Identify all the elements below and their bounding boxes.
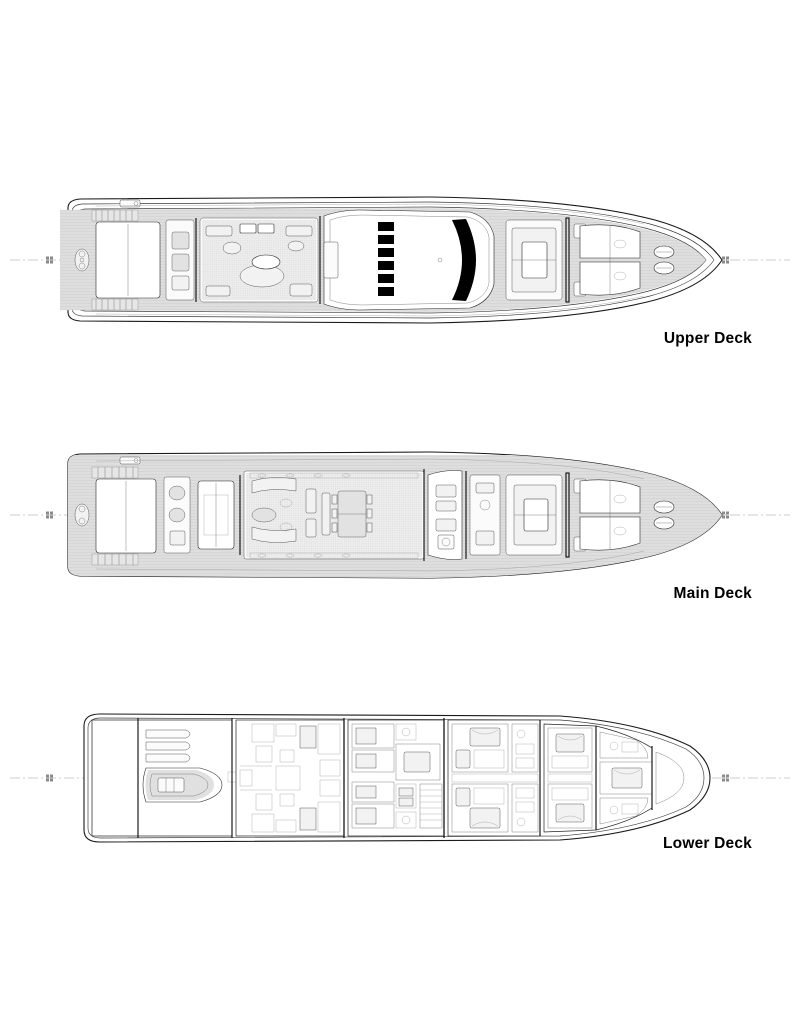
forward-ensuite-port [599,731,649,759]
axis-marker-left [46,511,53,519]
chain-locker [655,751,685,805]
galley-counter [435,484,457,498]
guest-cabin-twin-port [451,723,509,773]
aft-stairs-stbd [91,553,139,566]
guest-cabins-aft [447,719,541,837]
crew-mess [395,743,441,781]
tender-garage [91,718,301,838]
deck-label-main: Main Deck [673,585,752,602]
crew-cabin-1 [351,723,395,749]
galley-lobby-area [427,470,501,560]
guest-cabin-double-stbd [451,783,509,833]
bed [469,727,501,747]
windshield-band [452,219,476,301]
upper-deck-drawing [10,196,790,324]
bed [555,803,585,823]
coffee-table [251,254,281,270]
master-foredeck-area [505,472,675,558]
crew-cabin-4 [351,781,395,803]
bow-sunpads [579,479,641,551]
axis-marker-right [722,774,729,782]
aft-stairs-port [91,466,139,479]
crew-cabin-2 [351,749,395,773]
aft-stairs [91,209,139,311]
jet-skis [145,729,191,763]
bed [555,733,585,753]
guest-cabin-vip-port [547,727,593,773]
guest-cabins-forward [543,723,685,833]
ensuite-port [511,723,539,773]
watertight-bulkheads [343,718,445,838]
anchor-windlass [653,500,675,530]
main-deck-drawing [10,451,790,579]
salon-coffee-table [251,507,277,523]
engine-port [299,725,317,749]
bed [611,767,643,789]
aft-deck-area [74,199,161,311]
railing-detail [95,203,645,317]
deck-plan-upper: Upper Deck [0,180,800,365]
axis-marker-right [722,511,729,519]
spa-seat-2 [171,253,190,272]
aft-deck-dining [163,475,241,555]
transom-detail [74,503,90,527]
bridge-house [323,209,495,311]
ensuite-stbd [511,783,539,833]
deck-plan-main: Main Deck [0,435,800,620]
transom-detail [74,248,90,272]
companionway-stairs [419,783,443,829]
axis-marker-right [722,256,729,264]
deck-label-upper: Upper Deck [663,330,752,347]
deck-plan-lower: Lower Deck [0,690,800,885]
deck-label-lower: Lower Deck [662,835,752,852]
foredeck-area [505,217,675,303]
axis-marker-left [46,774,53,782]
crew-area [347,718,445,838]
bow-sunpads [579,224,641,296]
tender [142,767,223,803]
guest-cabin-vip-stbd [547,783,593,829]
spa-seat-1 [171,231,190,250]
swim-platform-area [74,456,157,566]
main-salon [243,469,425,561]
wheelhouse-superstructure [323,209,495,311]
lower-deck-drawing [10,713,790,843]
forward-ensuite-stbd [599,797,649,825]
engine-room [235,718,345,838]
crew-cabin-3 [351,803,395,829]
bridge-windows [378,222,394,296]
spa-lounge-area [165,216,321,304]
anchor-windlass [653,245,675,275]
axis-marker-left [46,256,53,264]
engine-stbd [299,807,317,831]
railing-detail [95,458,645,572]
bed [469,807,501,829]
laundry [395,783,417,809]
